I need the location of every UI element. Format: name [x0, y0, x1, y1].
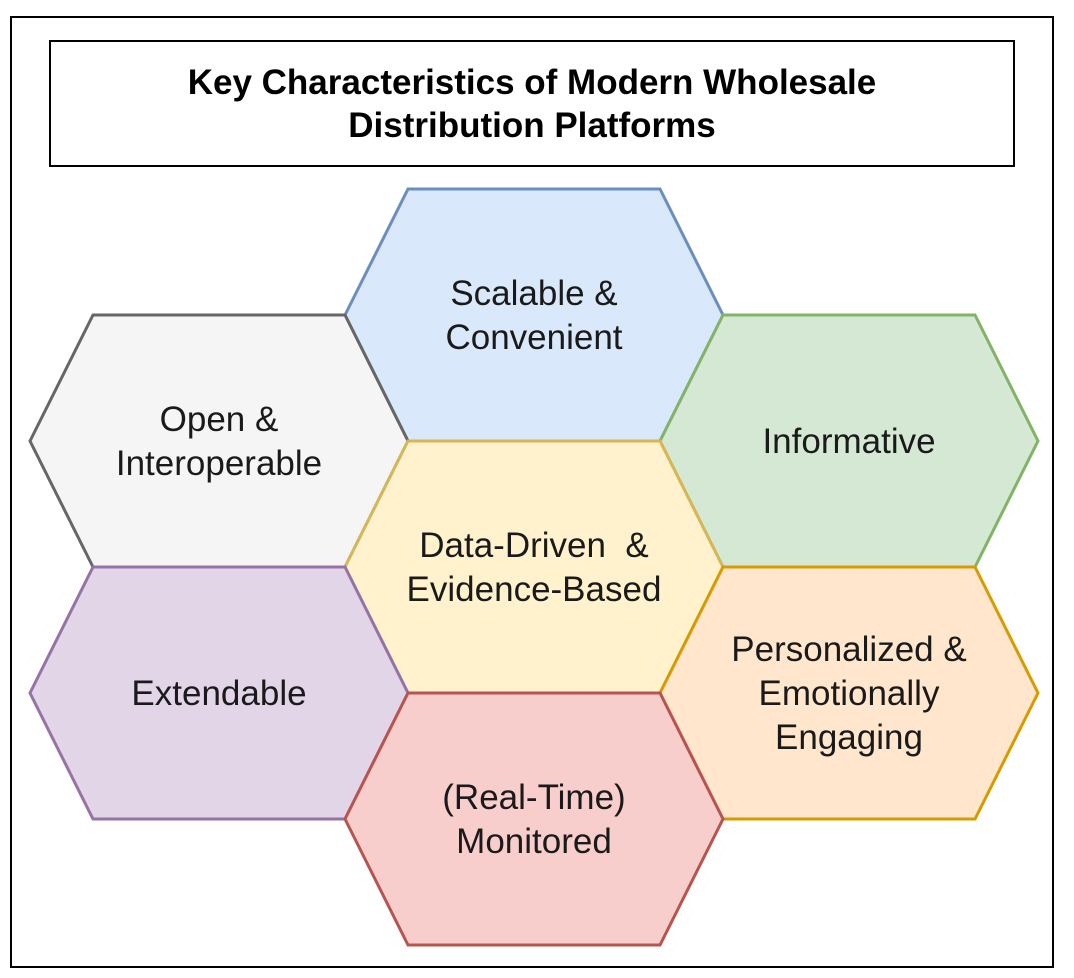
diagram-title: Key Characteristics of Modern Wholesale … [187, 62, 877, 145]
hexagon-label-personalized: Personalized & [731, 630, 966, 669]
hexagon-label-personalized: Emotionally [759, 674, 940, 713]
hexagon-monitored: (Real-Time) Monitored [343, 691, 725, 947]
title-box: Key Characteristics of Modern Wholesale … [49, 40, 1015, 167]
hexagon-label-informative: Informative [762, 422, 935, 461]
hexagon-label-monitored: Monitored [456, 822, 612, 861]
hexagon-data-driven: Data-Driven & Evidence-Based [343, 439, 725, 695]
hexagon-shape-monitored [343, 691, 725, 947]
hexagon-open: Open & Interoperable [28, 313, 410, 569]
hexagon-label-scalable: Scalable & [450, 274, 617, 313]
hexagon-label-open: Interoperable [116, 444, 322, 483]
hexagon-label-extendable: Extendable [131, 674, 306, 713]
diagram-frame [10, 16, 1054, 968]
hexagon-shape-open [28, 313, 410, 569]
hexagon-shape-data-driven [343, 439, 725, 695]
hexagon-label-monitored: (Real-Time) [442, 778, 625, 817]
hexagon-scalable: Scalable & Convenient [343, 187, 725, 443]
hexagon-label-data-driven: Evidence-Based [407, 570, 662, 609]
hexagon-label-data-driven: Data-Driven & [419, 526, 649, 565]
hexagon-extendable: Extendable [28, 565, 410, 821]
hexagon-label-open: Open & [160, 400, 279, 439]
hexagon-label-personalized: Engaging [775, 718, 923, 757]
hexagon-shape-scalable [343, 187, 725, 443]
hexagon-informative: Informative [658, 313, 1040, 569]
hexagon-label-scalable: Convenient [445, 318, 622, 357]
